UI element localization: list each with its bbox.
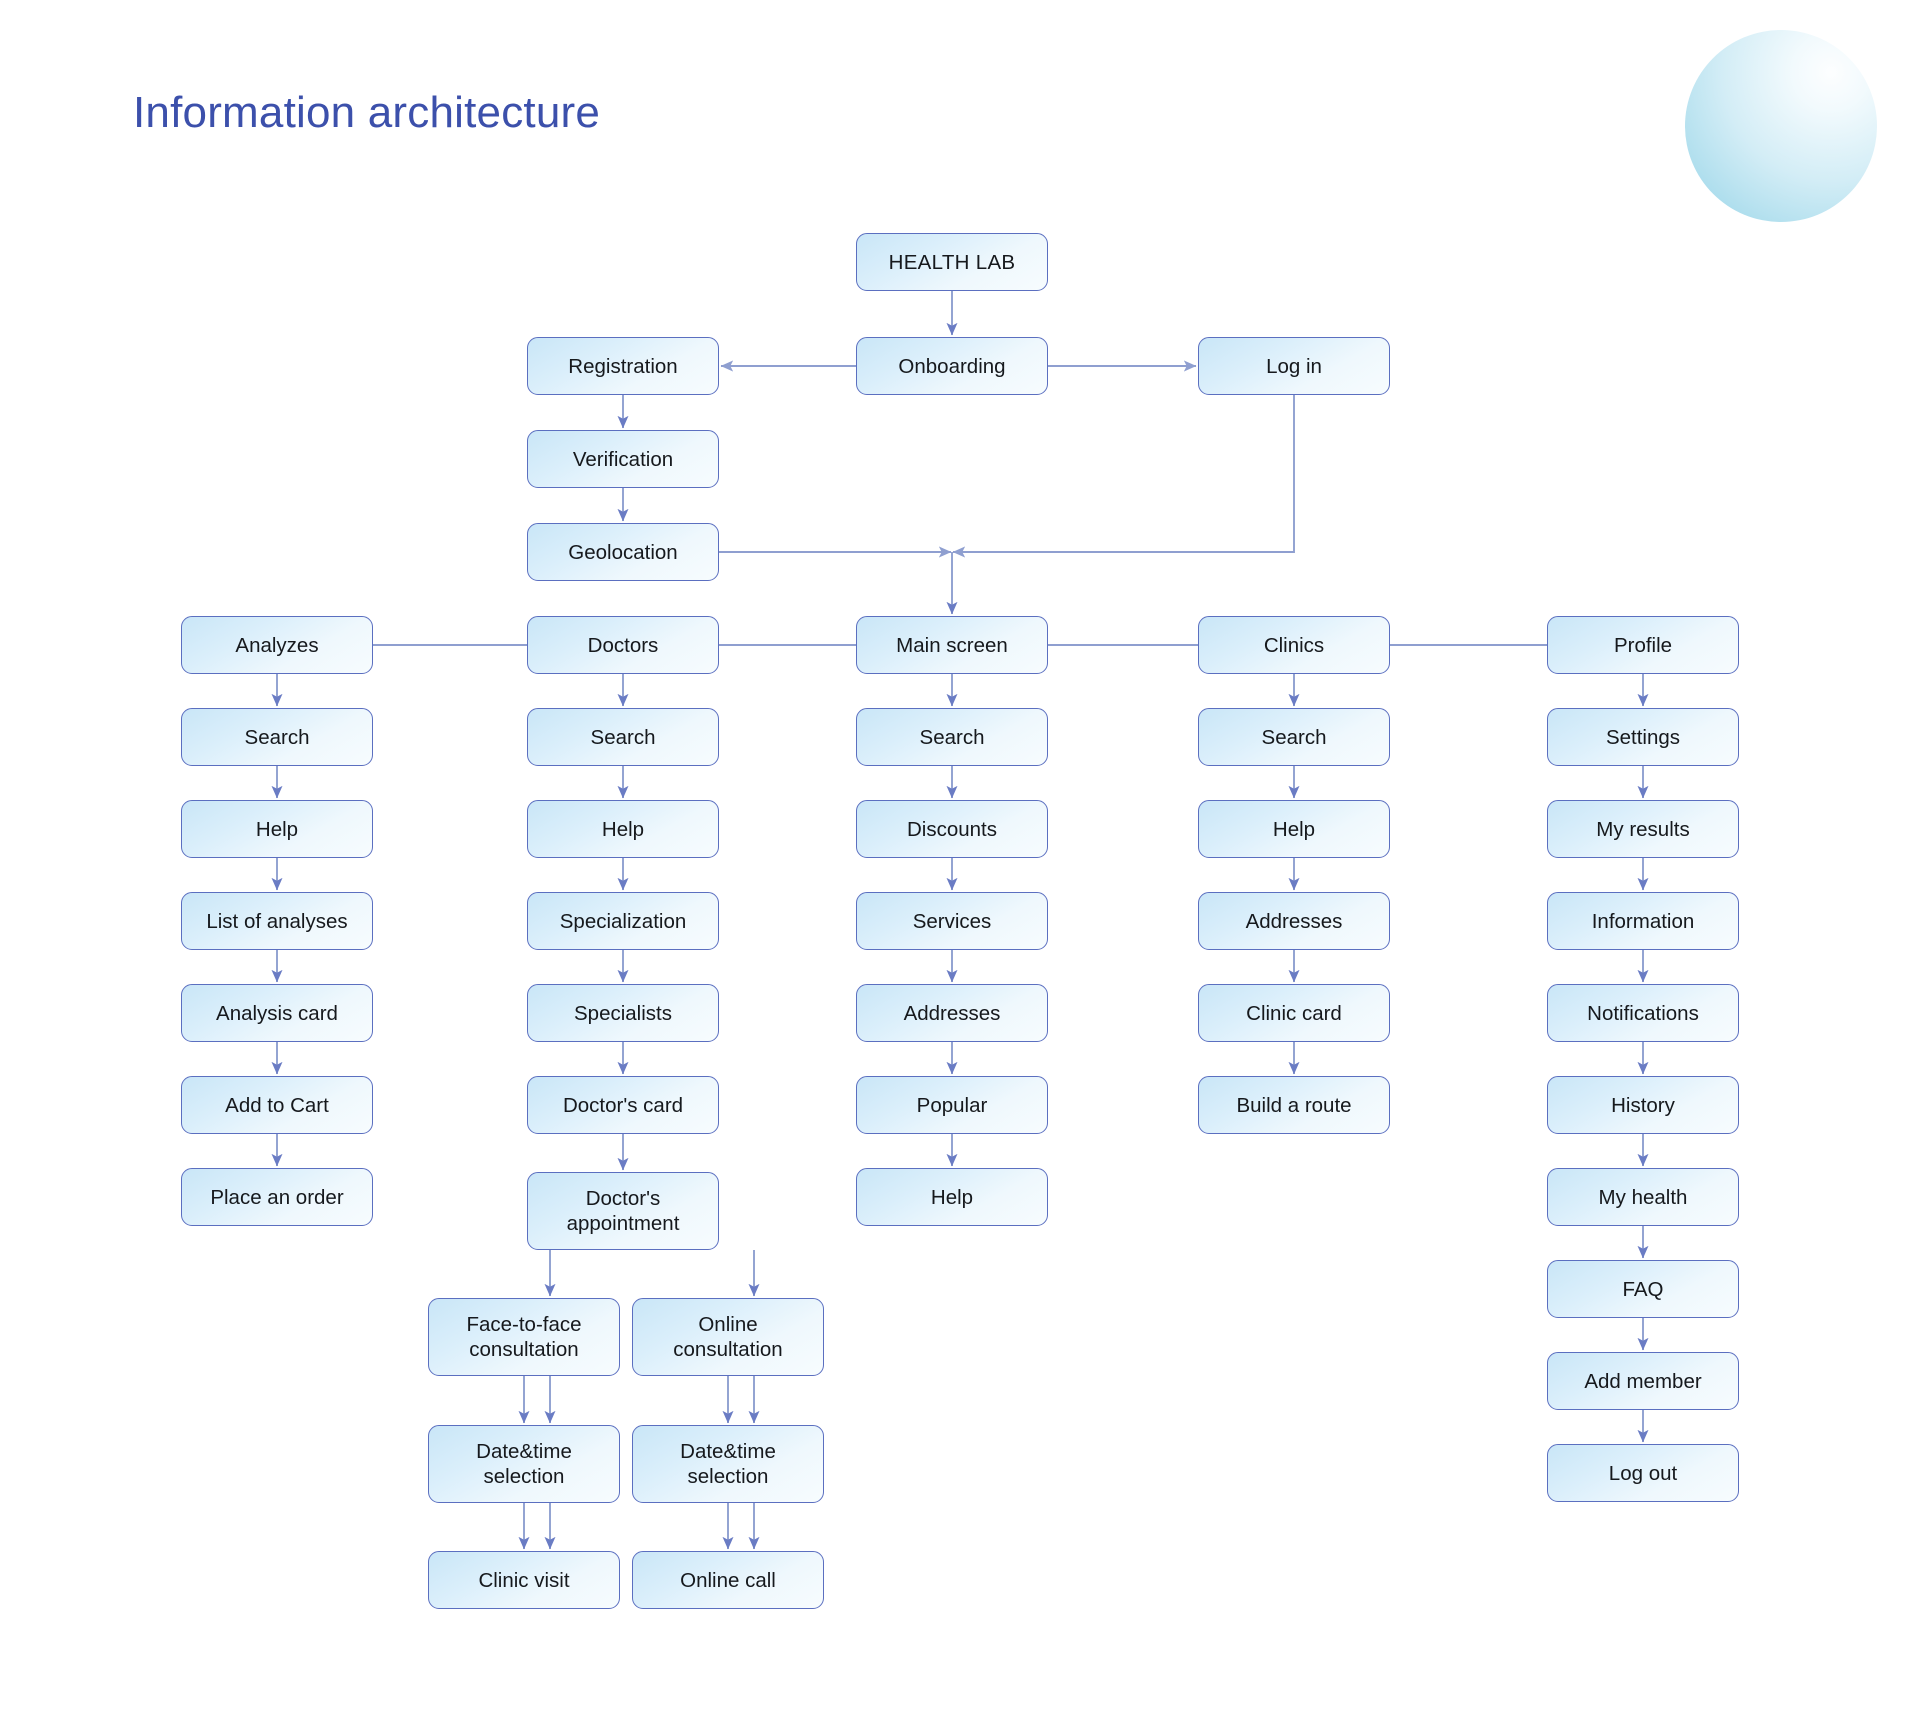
node-analyzes[interactable]: Analyzes xyxy=(181,616,373,674)
node-list-of-analyses[interactable]: List of analyses xyxy=(181,892,373,950)
node-discounts[interactable]: Discounts xyxy=(856,800,1048,858)
node-information[interactable]: Information xyxy=(1547,892,1739,950)
node-specialists[interactable]: Specialists xyxy=(527,984,719,1042)
node-add-member[interactable]: Add member xyxy=(1547,1352,1739,1410)
node-add-to-cart[interactable]: Add to Cart xyxy=(181,1076,373,1134)
node-doctors-help[interactable]: Help xyxy=(527,800,719,858)
node-faq[interactable]: FAQ xyxy=(1547,1260,1739,1318)
edge-login-to-junction xyxy=(952,395,1295,558)
node-doctors-card[interactable]: Doctor's card xyxy=(527,1076,719,1134)
node-main-help[interactable]: Help xyxy=(856,1168,1048,1226)
node-health-lab[interactable]: HEALTH LAB xyxy=(856,233,1048,291)
node-doctors[interactable]: Doctors xyxy=(527,616,719,674)
node-online-call[interactable]: Online call xyxy=(632,1551,824,1609)
node-analyzes-help[interactable]: Help xyxy=(181,800,373,858)
node-online-consultation[interactable]: Online consultation xyxy=(632,1298,824,1376)
node-notifications[interactable]: Notifications xyxy=(1547,984,1739,1042)
node-my-results[interactable]: My results xyxy=(1547,800,1739,858)
node-registration[interactable]: Registration xyxy=(527,337,719,395)
node-doctors-appointment[interactable]: Doctor's appointment xyxy=(527,1172,719,1250)
node-log-out[interactable]: Log out xyxy=(1547,1444,1739,1502)
node-clinic-card[interactable]: Clinic card xyxy=(1198,984,1390,1042)
node-main-addresses[interactable]: Addresses xyxy=(856,984,1048,1042)
node-face-to-face[interactable]: Face-to-face consultation xyxy=(428,1298,620,1376)
node-settings[interactable]: Settings xyxy=(1547,708,1739,766)
node-login[interactable]: Log in xyxy=(1198,337,1390,395)
node-doctors-search[interactable]: Search xyxy=(527,708,719,766)
node-analyzes-search[interactable]: Search xyxy=(181,708,373,766)
node-datetime-1[interactable]: Date&time selection xyxy=(428,1425,620,1503)
node-onboarding[interactable]: Onboarding xyxy=(856,337,1048,395)
node-clinics[interactable]: Clinics xyxy=(1198,616,1390,674)
node-place-an-order[interactable]: Place an order xyxy=(181,1168,373,1226)
node-profile[interactable]: Profile xyxy=(1547,616,1739,674)
node-clinics-addresses[interactable]: Addresses xyxy=(1198,892,1390,950)
node-history[interactable]: History xyxy=(1547,1076,1739,1134)
node-datetime-2[interactable]: Date&time selection xyxy=(632,1425,824,1503)
node-main-screen[interactable]: Main screen xyxy=(856,616,1048,674)
node-verification[interactable]: Verification xyxy=(527,430,719,488)
node-main-search[interactable]: Search xyxy=(856,708,1048,766)
node-analysis-card[interactable]: Analysis card xyxy=(181,984,373,1042)
node-geolocation[interactable]: Geolocation xyxy=(527,523,719,581)
node-build-a-route[interactable]: Build a route xyxy=(1198,1076,1390,1134)
node-clinics-help[interactable]: Help xyxy=(1198,800,1390,858)
node-services[interactable]: Services xyxy=(856,892,1048,950)
node-clinics-search[interactable]: Search xyxy=(1198,708,1390,766)
node-specialization[interactable]: Specialization xyxy=(527,892,719,950)
page-title: Information architecture xyxy=(133,88,601,137)
decorative-circle xyxy=(1685,30,1877,222)
node-popular[interactable]: Popular xyxy=(856,1076,1048,1134)
node-my-health[interactable]: My health xyxy=(1547,1168,1739,1226)
node-clinic-visit[interactable]: Clinic visit xyxy=(428,1551,620,1609)
